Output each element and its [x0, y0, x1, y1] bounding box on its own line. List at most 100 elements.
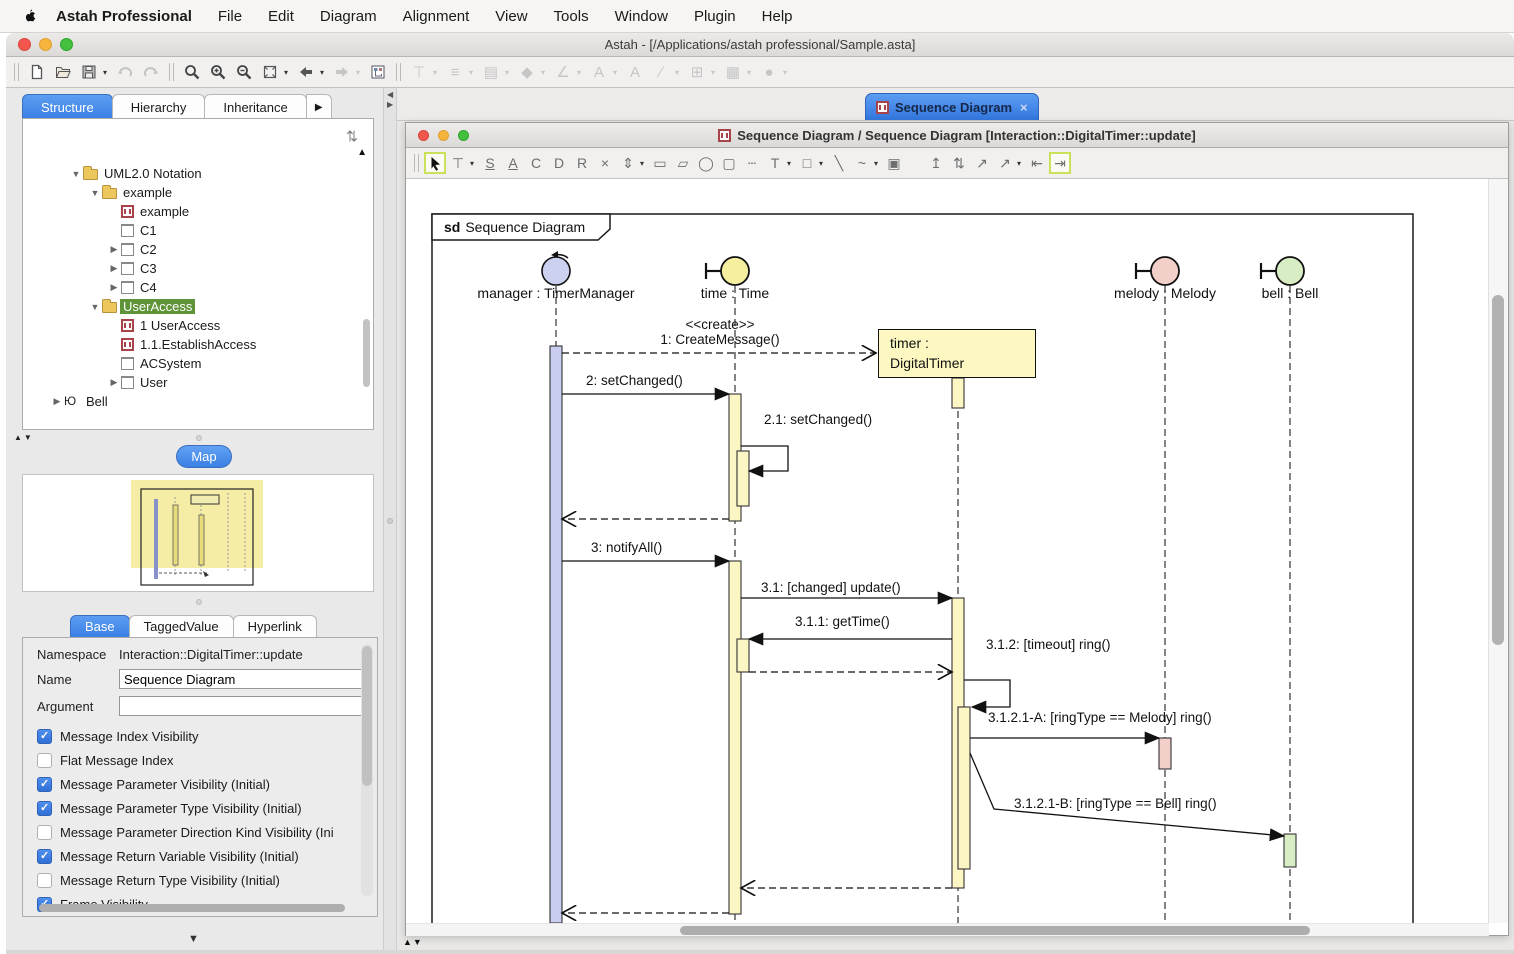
menu-plugin[interactable]: Plugin	[693, 7, 736, 25]
checkbox-row[interactable]: Flat Message Index	[37, 750, 173, 770]
tree-item[interactable]: ▶C4	[107, 278, 160, 297]
expander-closed-icon[interactable]: ▶	[110, 263, 118, 273]
expander-closed-icon[interactable]: ▶	[110, 282, 118, 292]
checkbox-checked-icon[interactable]	[37, 776, 52, 792]
message-ring-self[interactable]	[964, 679, 1011, 714]
back-icon[interactable]	[294, 60, 318, 84]
lifeline-tool[interactable]: ⊤	[451, 154, 465, 171]
new-file-icon[interactable]	[25, 60, 49, 84]
sync-message-tool[interactable]: S	[485, 155, 495, 171]
map-panel[interactable]	[22, 474, 374, 592]
diagram-hscrollbar-thumb[interactable]	[680, 926, 1310, 935]
order-icon[interactable]: ▤	[483, 64, 499, 81]
menu-tools[interactable]: Tools	[553, 7, 589, 25]
select-tool[interactable]	[424, 152, 446, 174]
message-stereotype[interactable]: <<create>>	[685, 317, 755, 332]
checkbox-unchecked-icon[interactable]	[37, 752, 52, 768]
activation-melody[interactable]	[1158, 737, 1172, 770]
dropdown-caret[interactable]: ▾	[874, 158, 879, 168]
menu-app-name[interactable]: Astah Professional	[56, 7, 192, 25]
tab-close-icon[interactable]: ×	[1020, 99, 1028, 115]
reply-message-tool[interactable]: R	[576, 155, 588, 171]
activation-timer-create[interactable]	[951, 377, 965, 409]
zoom-out-icon[interactable]	[232, 60, 256, 84]
save-dropdown-caret[interactable]: ▾	[103, 67, 108, 77]
canvas-splitter-arrows[interactable]: ▲▼	[403, 937, 423, 947]
note-anchor-tool[interactable]: ┄	[747, 154, 757, 171]
activation-time-self[interactable]	[736, 450, 750, 507]
minimize-button[interactable]	[39, 38, 52, 51]
menu-help[interactable]: Help	[761, 7, 793, 25]
note-tool[interactable]: ▢	[722, 154, 736, 171]
collapse-icon[interactable]: ▲	[357, 147, 367, 158]
tree-layout-icon[interactable]: ⊞	[690, 64, 704, 81]
appearance-icon[interactable]: ●	[764, 63, 774, 81]
message-setchanged-self[interactable]	[741, 445, 789, 478]
zoom-in-icon[interactable]	[206, 60, 230, 84]
checkbox-unchecked-icon[interactable]	[37, 872, 52, 888]
align-vertical-icon[interactable]: ⊤	[412, 64, 426, 81]
pin-tool[interactable]: ↗	[976, 154, 988, 171]
font-color-icon[interactable]: A	[593, 63, 604, 81]
splitter-arrows-icon[interactable]: ▲▼	[14, 433, 34, 442]
tree-item[interactable]: example	[107, 202, 192, 221]
dropdown-caret[interactable]: ▾	[819, 158, 824, 168]
property-hscrollbar-thumb[interactable]	[39, 904, 345, 912]
lifeline-head-bell[interactable]	[1259, 256, 1305, 286]
diagram-hscrollbar[interactable]	[406, 923, 1489, 936]
message-label[interactable]: 3: notifyAll()	[591, 540, 663, 555]
message-ring-bell[interactable]	[969, 752, 1286, 842]
tab-overflow-button[interactable]: ▶	[305, 94, 332, 119]
name-field[interactable]	[119, 669, 371, 689]
sd-frame[interactable]	[431, 213, 1414, 923]
menu-view[interactable]: View	[495, 7, 528, 25]
toolbar-grip[interactable]	[14, 63, 19, 81]
fit-to-window-icon[interactable]	[258, 60, 282, 84]
vertical-splitter[interactable]: ◀ ▶	[383, 88, 397, 950]
color-icon[interactable]: ◆	[521, 64, 533, 81]
diagram-vscrollbar[interactable]	[1488, 179, 1508, 923]
line-tool[interactable]: ╲	[834, 154, 844, 171]
tree-item[interactable]: ▶C3	[107, 259, 160, 278]
checkbox-row[interactable]: Message Parameter Direction Kind Visibil…	[37, 822, 334, 842]
tree-item[interactable]: ▶C2	[107, 240, 160, 259]
map-button[interactable]: Map	[176, 445, 232, 468]
forward-dropdown-caret[interactable]: ▾	[356, 67, 361, 77]
property-vscrollbar[interactable]	[361, 644, 373, 896]
line-color-icon[interactable]: ∠	[556, 64, 570, 81]
collapse-right-icon[interactable]: ▶	[387, 100, 394, 109]
menu-diagram[interactable]: Diagram	[319, 7, 377, 25]
diagram-structure-icon[interactable]	[366, 60, 390, 84]
activation-bell[interactable]	[1283, 833, 1297, 868]
lifeline-label-time[interactable]: time : Time	[700, 285, 770, 301]
property-vscrollbar-thumb[interactable]	[362, 646, 372, 786]
diagram-window-title-bar[interactable]: Sequence Diagram / Sequence Diagram [Int…	[406, 123, 1508, 148]
duration-tool[interactable]: ⇕	[622, 154, 634, 171]
checkbox-row[interactable]: Message Return Variable Visibility (Init…	[37, 846, 299, 866]
rect-tool[interactable]: □	[802, 155, 812, 171]
tab-hyperlink[interactable]: Hyperlink	[232, 615, 317, 637]
close-button[interactable]	[418, 129, 429, 141]
panel-splitter[interactable]	[8, 597, 383, 610]
expander-open-icon[interactable]: ▼	[71, 168, 81, 179]
toolbar-grip[interactable]	[414, 154, 419, 172]
checkbox-unchecked-icon[interactable]	[37, 824, 52, 840]
apple-menu-icon[interactable]	[22, 8, 37, 24]
fit-dropdown-caret[interactable]: ▾	[284, 67, 289, 77]
tree-item[interactable]: C1	[107, 221, 160, 240]
auto-layout-icon[interactable]: ▦	[725, 64, 741, 81]
checkbox-checked-icon[interactable]	[37, 800, 52, 816]
panel-splitter[interactable]: ▲▼	[8, 431, 383, 444]
message-label[interactable]: 3.1.2.1-A: [ringType == Melody] ring()	[988, 710, 1212, 725]
lifeline-label-bell[interactable]: bell : Bell	[1261, 285, 1319, 301]
text-tool[interactable]: T	[770, 155, 780, 171]
dropdown-caret[interactable]: ▾	[1017, 158, 1022, 168]
dropdown-caret[interactable]: ▾	[787, 158, 792, 168]
tree-item[interactable]: ▼example	[88, 183, 175, 202]
destroy-message-tool[interactable]: D	[553, 155, 565, 171]
adjust-spacing-tool[interactable]: ⇅	[953, 154, 965, 171]
tab-inheritance[interactable]: Inheritance	[204, 94, 307, 119]
activation-timer-ring[interactable]	[957, 706, 971, 870]
checkbox-row[interactable]: Message Return Type Visibility (Initial)	[37, 870, 280, 890]
